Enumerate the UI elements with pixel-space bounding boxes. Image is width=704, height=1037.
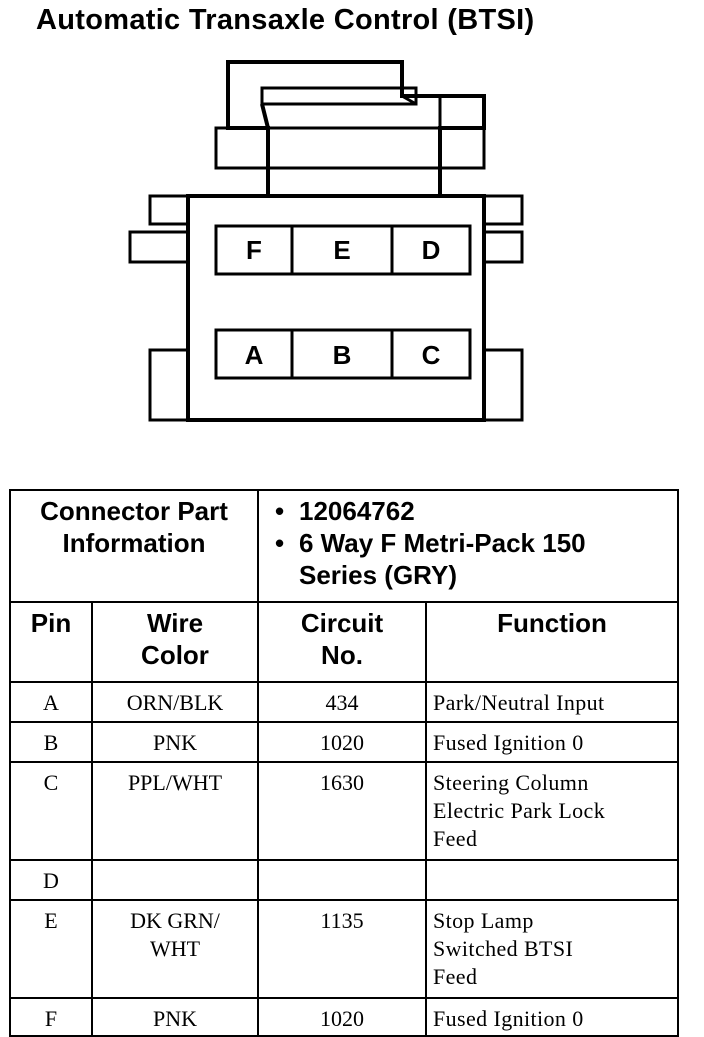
cell-circuit — [257, 859, 427, 901]
cell-circuit-line: 1135 — [320, 908, 364, 933]
cell-circuit-line: 1630 — [320, 770, 364, 795]
part-info-row: Connector Part Information 12064762 6 Wa… — [9, 489, 680, 603]
col-header-circuit-line2: No. — [321, 640, 363, 670]
cell-function: Fused Ignition 0 — [424, 721, 680, 763]
table-row: A ORN/BLK 434 Park/Neutral Input — [9, 681, 680, 723]
cell-pin: F — [9, 997, 93, 1037]
part-description-line2: Series (GRY) — [299, 560, 457, 590]
diagram-title: Automatic Transaxle Control (BTSI) — [36, 4, 535, 36]
col-header-circuit: Circuit No. — [257, 601, 427, 683]
cell-wire-color-line: PNK — [152, 730, 197, 755]
cell-function-line: Feed — [433, 826, 478, 851]
pin-label-f: F — [246, 235, 262, 265]
pin-cavity-d — [390, 224, 472, 276]
cell-circuit: 1020 — [257, 997, 427, 1037]
cell-function-line: Stop Lamp — [433, 908, 534, 933]
col-header-wire-line2: Color — [141, 640, 209, 670]
cell-pin-line: B — [43, 730, 59, 755]
cell-wire-color-line: WHT — [149, 936, 201, 961]
table-row: F PNK 1020 Fused Ignition 0 — [9, 997, 680, 1037]
pin-cavity-c — [390, 328, 472, 380]
col-header-function: Function — [424, 601, 680, 683]
pin-label-a: A — [245, 340, 264, 370]
table-row: B PNK 1020 Fused Ignition 0 — [9, 721, 680, 763]
part-number: 12064762 — [275, 495, 669, 527]
pin-label-e: E — [333, 235, 350, 265]
part-info-values: 12064762 6 Way F Metri-Pack 150 Series (… — [256, 489, 680, 603]
cell-function-line: Steering Column — [433, 770, 589, 795]
cell-function-line: Switched BTSI — [433, 936, 574, 961]
cell-wire-color: ORN/BLK — [91, 681, 259, 723]
cell-circuit-line: 434 — [325, 690, 359, 715]
pin-cavity-e — [290, 224, 394, 276]
table-row: D — [9, 859, 680, 901]
col-header-wire-color: Wire Color — [91, 601, 259, 683]
cell-circuit: 1630 — [257, 761, 427, 861]
col-header-pin-text: Pin — [30, 608, 72, 638]
cell-pin-line: C — [43, 770, 59, 795]
cell-wire-color-line: DK GRN/ — [130, 908, 220, 933]
cell-circuit-line: 1020 — [320, 1006, 364, 1031]
cell-pin: C — [9, 761, 93, 861]
col-header-wire-line1: Wire — [146, 608, 204, 638]
cell-circuit: 1020 — [257, 721, 427, 763]
pin-label-b: B — [333, 340, 352, 370]
cell-wire-color — [91, 859, 259, 901]
cell-function: Park/Neutral Input — [424, 681, 680, 723]
col-header-function-text: Function — [497, 608, 607, 638]
cell-function-line: Feed — [433, 964, 478, 989]
cell-pin: D — [9, 859, 93, 901]
cell-pin-line: A — [43, 690, 59, 715]
cell-function-line: Electric Park Lock — [433, 798, 606, 823]
cell-function-line: Fused Ignition 0 — [433, 730, 584, 755]
cell-pin: A — [9, 681, 93, 723]
connector-body — [186, 194, 486, 422]
cell-wire-color: PNK — [91, 997, 259, 1037]
pin-label-d: D — [422, 235, 441, 265]
cell-wire-color: DK GRN/WHT — [91, 899, 259, 999]
cell-wire-color-line: PPL/WHT — [127, 770, 223, 795]
part-description-line1: 6 Way F Metri-Pack 150 — [275, 527, 669, 559]
cell-function-line: Park/Neutral Input — [433, 690, 605, 715]
cell-wire-color: PPL/WHT — [91, 761, 259, 861]
part-info-label-line2: Information — [62, 528, 206, 558]
part-info-label-line1: Connector Part — [40, 496, 228, 526]
col-header-circuit-line1: Circuit — [300, 608, 384, 638]
column-header-row: Pin Wire Color Circuit No. Function — [9, 601, 680, 683]
cell-pin: B — [9, 721, 93, 763]
part-info-label: Connector Part Information — [9, 489, 259, 603]
col-header-pin: Pin — [9, 601, 93, 683]
cell-wire-color-line: PNK — [152, 1006, 197, 1031]
cell-pin-line: F — [44, 1006, 58, 1031]
cell-circuit: 1135 — [257, 899, 427, 999]
cell-wire-color-line: ORN/BLK — [126, 690, 224, 715]
cell-function-line: Fused Ignition 0 — [433, 1006, 584, 1031]
cell-circuit-line: 1020 — [320, 730, 364, 755]
connector-info-table: Connector Part Information 12064762 6 Wa… — [9, 489, 680, 1037]
cell-function — [424, 859, 680, 901]
pin-label-c: C — [422, 340, 441, 370]
cell-pin: E — [9, 899, 93, 999]
cell-function: Fused Ignition 0 — [424, 997, 680, 1037]
cell-pin-line: D — [43, 868, 59, 893]
cell-circuit: 434 — [257, 681, 427, 723]
connector-face-drawing: F E D A B C — [128, 60, 524, 422]
cell-wire-color: PNK — [91, 721, 259, 763]
cell-pin-line: E — [44, 908, 58, 933]
